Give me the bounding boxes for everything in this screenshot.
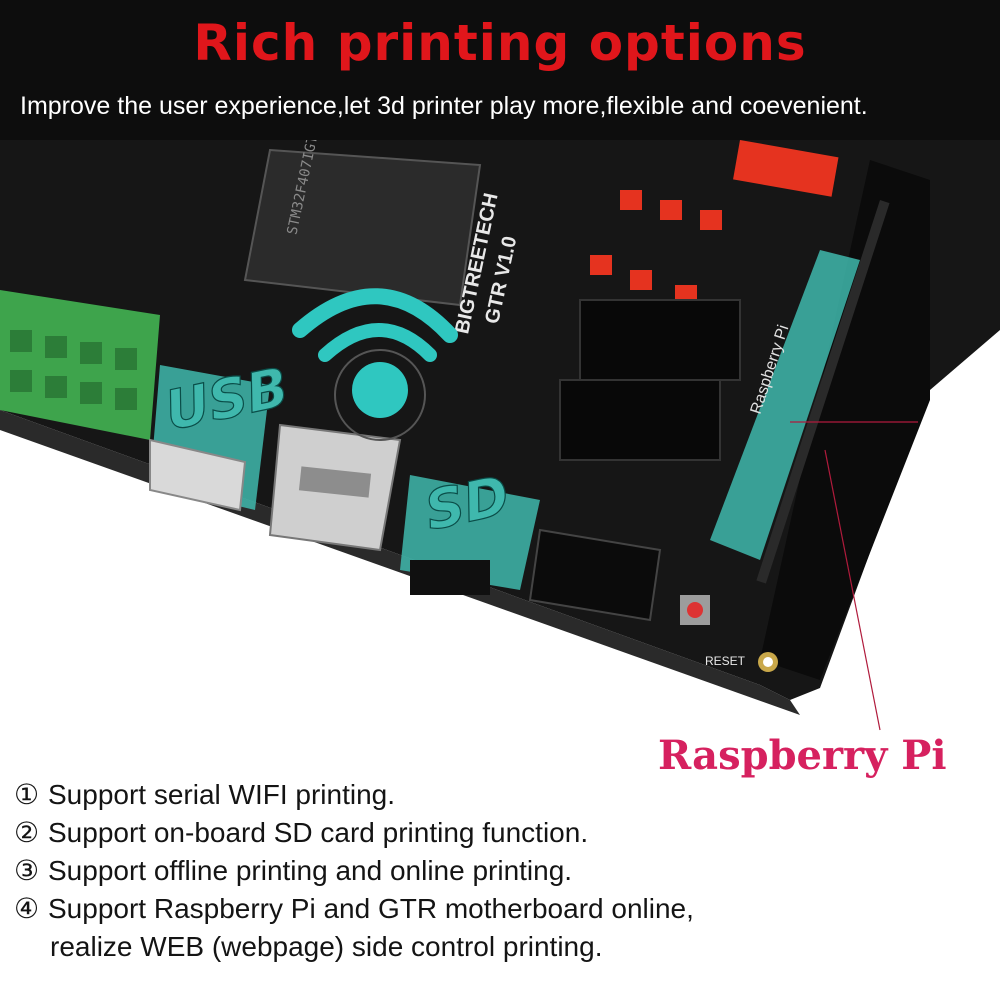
callout-line-2: [824, 449, 881, 731]
header-banner: Rich printing options Improve the user e…: [0, 0, 1000, 140]
feature-text: Support on-board SD card printing functi…: [48, 817, 589, 848]
gpio-header: [760, 160, 930, 680]
usb-a-port: [268, 423, 402, 552]
feature-text: Support Raspberry Pi and GTR motherboard…: [48, 893, 694, 924]
pin-header: [528, 528, 662, 622]
feature-number: ②: [14, 817, 40, 848]
wifi-icon: [292, 288, 458, 441]
page-title: Rich printing options: [193, 14, 807, 72]
feature-item: ③ Support offline printing and online pri…: [14, 852, 994, 890]
terminal-blocks: [0, 290, 160, 440]
feature-text: Support offline printing and online prin…: [48, 855, 573, 886]
board-photo: STM32F407IGT6 BIGTREETECH GTR V1.0 Raspb…: [0, 140, 1000, 760]
feature-item: ① Support serial WIFI printing.: [14, 776, 994, 814]
feature-text: Support serial WIFI printing.: [48, 779, 396, 810]
feature-number: ③: [14, 855, 40, 886]
usb-b-port: [149, 365, 270, 512]
feature-list: ① Support serial WIFI printing. ② Support …: [14, 776, 994, 966]
raspberry-pi-pin-highlight: [710, 250, 860, 560]
driver-sockets: [559, 299, 741, 461]
raspberry-pi-callout-label: Raspberry Pi: [658, 732, 947, 779]
reset-label: RESET: [705, 654, 746, 668]
feature-item: ② Support on-board SD card printing funct…: [14, 814, 994, 852]
feature-item: ④ Support Raspberry Pi and GTR motherboar…: [14, 890, 994, 928]
page-subtitle: Improve the user experience,let 3d print…: [20, 92, 868, 120]
feature-continuation: realize WEB (webpage) side control print…: [50, 931, 603, 962]
feature-number: ①: [14, 779, 40, 810]
mcu-chip: [243, 148, 482, 307]
sd-slot: [400, 475, 540, 595]
feature-number: ④: [14, 893, 40, 924]
